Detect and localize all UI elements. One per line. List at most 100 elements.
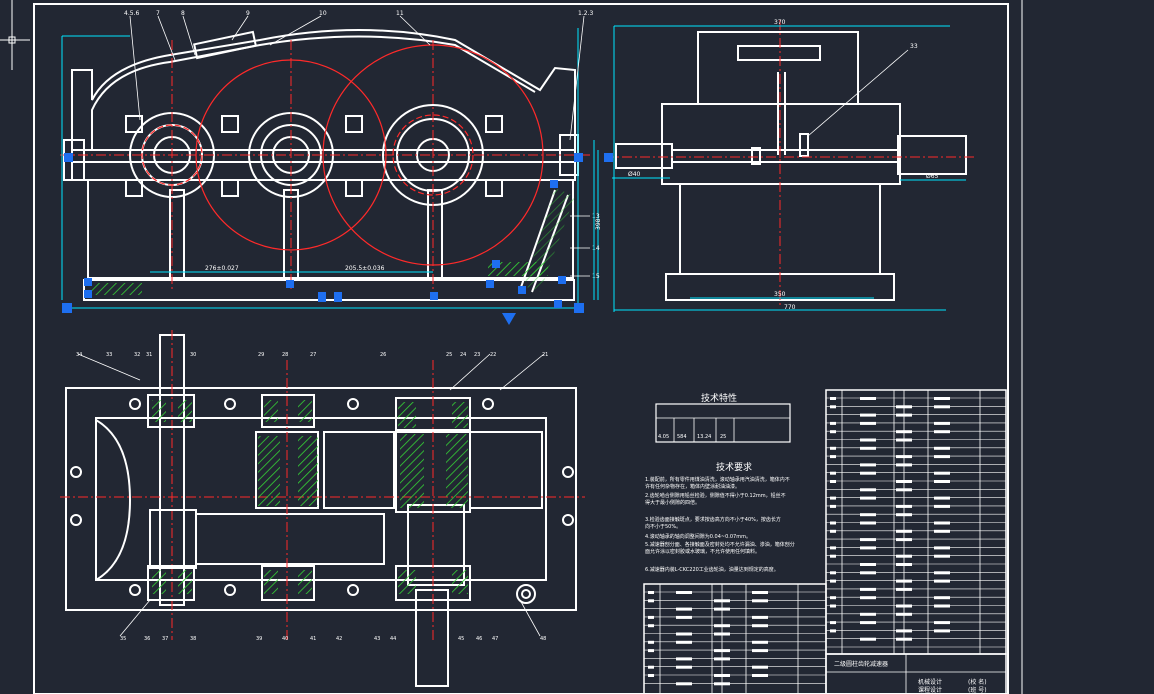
svg-text:46: 46 <box>476 636 482 642</box>
side-dimensions <box>593 25 966 312</box>
title-course-1: 机械设计 <box>918 678 942 686</box>
bom-cell-text <box>860 546 876 550</box>
bom-cell-text <box>830 496 836 500</box>
bom-cell-text <box>752 599 768 603</box>
svg-text:22: 22 <box>490 352 496 358</box>
svg-text:770: 770 <box>784 304 796 311</box>
bom-cell-text <box>860 596 876 600</box>
bom-cell-text <box>860 612 876 616</box>
front-dim-labels: 276±0.027 205.5±0.036 <box>205 265 385 272</box>
svg-text:4.5.6: 4.5.6 <box>124 10 139 17</box>
svg-text:1.2.3: 1.2.3 <box>578 10 593 17</box>
bom-cell-text <box>714 599 730 603</box>
bom-cell-text <box>896 587 912 591</box>
title-name: 二级圆柱齿轮减速器 <box>834 660 888 668</box>
svg-text:39: 39 <box>256 636 262 642</box>
bom-cell-text <box>648 640 654 644</box>
bom-cell-text <box>830 504 836 508</box>
svg-text:5.减速器剖分面、各接触面及密封处均不允许漏油、渗油，箱体剖: 5.减速器剖分面、各接触面及密封处均不允许漏油、渗油，箱体剖分 <box>645 541 795 548</box>
bom-cell-text <box>752 624 768 628</box>
svg-text:9: 9 <box>246 10 250 17</box>
svg-text:10: 10 <box>319 10 327 17</box>
bom-cell-text <box>676 665 692 669</box>
svg-text:24: 24 <box>460 352 466 358</box>
bom-cell-text <box>934 529 950 533</box>
bom-cell-text <box>896 480 912 483</box>
bom-cell-text <box>860 446 876 450</box>
front-leaders <box>129 15 590 277</box>
bom-cell-text <box>648 665 654 669</box>
bom-cell-text <box>830 521 836 525</box>
svg-text:370: 370 <box>774 19 786 26</box>
bom-cell-text <box>934 480 950 483</box>
bom-cell-text <box>676 682 692 686</box>
bom-cell-text <box>896 463 912 467</box>
svg-text:33: 33 <box>106 352 112 358</box>
svg-text:13: 13 <box>592 213 600 220</box>
bom-cell-text <box>830 421 836 425</box>
side-dim-labels: 370 350 770 Ø40 Ø65 398 33 <box>595 19 939 311</box>
svg-text:34: 34 <box>76 352 82 358</box>
svg-text:面允许涂以密封胶或水玻璃，不允许使用任何填料。: 面允许涂以密封胶或水玻璃，不允许使用任何填料。 <box>645 548 760 555</box>
plan-part-numbers-top: 34 33 32 31 30 29 28 27 26 25 24 23 22 2… <box>76 352 548 358</box>
side-grips[interactable] <box>604 153 613 162</box>
svg-text:398: 398 <box>595 218 602 230</box>
bom-cell-text <box>860 397 876 400</box>
front-base-hatch <box>92 188 575 295</box>
bom-cell-text <box>934 604 950 608</box>
bom-cell-text <box>934 455 950 459</box>
selection-grips-front[interactable] <box>62 153 584 325</box>
svg-text:584: 584 <box>677 434 687 440</box>
svg-text:35: 35 <box>120 636 126 642</box>
svg-text:13.24: 13.24 <box>697 434 711 440</box>
plan-leaders <box>77 353 545 637</box>
svg-text:47: 47 <box>492 636 498 642</box>
bom-cell-text <box>648 615 654 619</box>
title-school-2: (班 号) <box>968 686 987 694</box>
svg-text:26: 26 <box>380 352 386 358</box>
drawing-border <box>33 3 1009 694</box>
svg-text:3.检验齿面接触斑点，要求按齿高方向不小于40%，按齿长方: 3.检验齿面接触斑点，要求按齿高方向不小于40%，按齿长方 <box>645 516 781 523</box>
center-lines-front <box>60 40 590 290</box>
bom-cell-text <box>676 607 692 611</box>
bom-cell-text <box>830 446 836 450</box>
bom-cell-text <box>934 554 950 558</box>
svg-text:Ø65: Ø65 <box>926 173 939 180</box>
spec-title: 技术特性 <box>701 392 737 404</box>
bom-cell-text <box>934 471 950 475</box>
svg-text:32: 32 <box>134 352 140 358</box>
bom-cell-text <box>896 554 912 558</box>
bom-cell-text <box>676 632 692 636</box>
front-part-numbers: 4.5.6 7 8 9 10 11 1.2.3 13 14 15 <box>124 10 600 280</box>
bom-cell-text <box>934 496 950 500</box>
svg-text:40: 40 <box>282 636 288 642</box>
bom-cell-text <box>896 612 912 616</box>
bom-cell-text <box>830 480 836 483</box>
bom-cell-text <box>860 571 876 575</box>
bom-cell-text <box>830 529 836 533</box>
bom-cell-text <box>896 629 912 633</box>
bom-cell-text <box>676 615 692 619</box>
bom-cell-text <box>648 591 654 594</box>
svg-text:21: 21 <box>542 352 548 358</box>
bom-cell-text <box>896 405 912 409</box>
bom-cell-text <box>934 405 950 409</box>
svg-text:4.05: 4.05 <box>658 434 669 440</box>
svg-text:得大于最小侧隙的四倍。: 得大于最小侧隙的四倍。 <box>645 499 700 506</box>
svg-text:31: 31 <box>146 352 152 358</box>
bom-cell-text <box>676 640 692 644</box>
bom-cell-text <box>714 682 730 686</box>
svg-text:向不小于50%。: 向不小于50%。 <box>645 523 681 530</box>
bom-cell-text <box>830 405 836 409</box>
bom-cell-text <box>830 629 836 633</box>
bom-cell-text <box>896 513 912 517</box>
bom-cell-text <box>860 488 876 492</box>
bom-cell-text <box>934 421 950 425</box>
ucs-crosshair[interactable] <box>0 0 30 70</box>
bom-cell-text <box>830 571 836 575</box>
svg-text:350: 350 <box>774 291 786 298</box>
bom-cell-text <box>860 563 876 566</box>
bom-cell-text <box>934 571 950 575</box>
bom-cell-text <box>830 621 836 625</box>
